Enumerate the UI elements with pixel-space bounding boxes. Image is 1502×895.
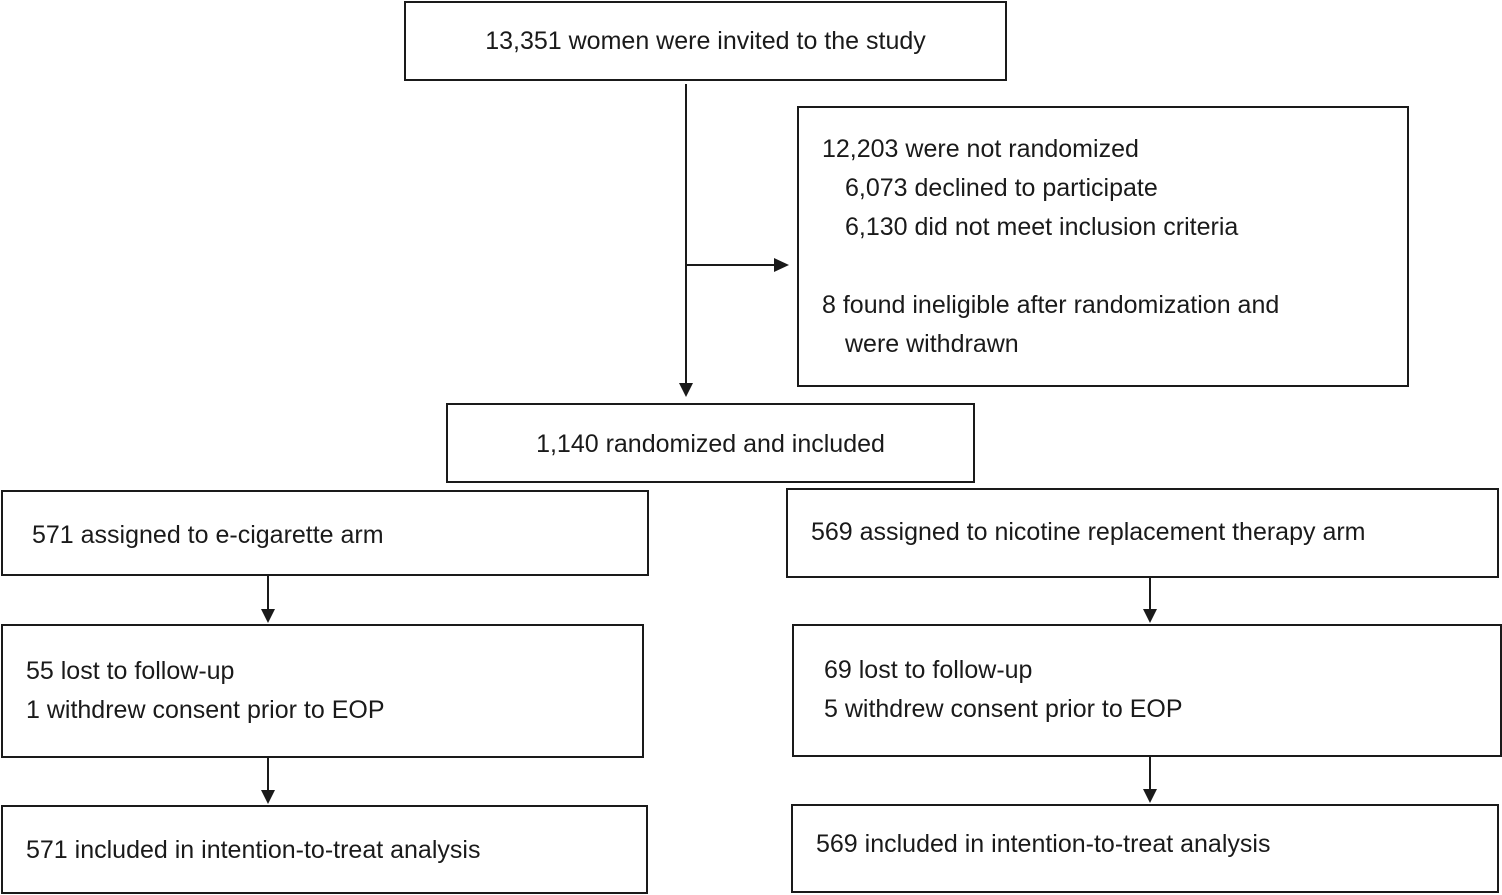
not-randomized-text: 12,203 were not randomized (822, 135, 1139, 163)
nrt-analysis-text: 569 included in intention-to-treat analy… (816, 830, 1271, 858)
ecig-lost-box: 55 lost to follow-up 1 withdrew consent … (1, 624, 644, 758)
arrowhead-left-analysis (261, 790, 275, 804)
excluded-box: 12,203 were not randomized 6,073 decline… (797, 106, 1409, 387)
nrt-withdrew-text: 5 withdrew consent prior to EOP (824, 695, 1183, 723)
arrowhead-excluded (774, 258, 789, 272)
arrowhead-right-lost (1143, 609, 1157, 623)
declined-text: 6,073 declined to participate (845, 174, 1158, 202)
invited-box: 13,351 women were invited to the study (404, 1, 1007, 81)
nrt-assigned-text: 569 assigned to nicotine replacement the… (811, 518, 1366, 546)
excluded-spacer (822, 247, 1407, 286)
invited-text: 13,351 women were invited to the study (485, 27, 926, 55)
ineligible-text-line2: were withdrawn (845, 330, 1019, 358)
arrowhead-right-analysis (1143, 789, 1157, 803)
ecig-assigned-text: 571 assigned to e-cigarette arm (32, 521, 384, 549)
ecig-lost-text: 55 lost to follow-up (26, 657, 235, 685)
randomized-text: 1,140 randomized and included (536, 430, 885, 458)
randomized-box: 1,140 randomized and included (446, 403, 975, 483)
nrt-analysis-box: 569 included in intention-to-treat analy… (791, 804, 1499, 893)
arrowhead-randomized (679, 383, 693, 397)
arrowhead-left-lost (261, 609, 275, 623)
nrt-lost-box: 69 lost to follow-up 5 withdrew consent … (792, 624, 1502, 757)
ecig-analysis-box: 571 included in intention-to-treat analy… (1, 805, 648, 894)
ineligible-text-line1: 8 found ineligible after randomization a… (822, 291, 1280, 319)
nrt-lost-text: 69 lost to follow-up (824, 656, 1033, 684)
ecig-assigned-box: 571 assigned to e-cigarette arm (1, 490, 649, 576)
not-eligible-text: 6,130 did not meet inclusion criteria (845, 213, 1239, 241)
ecig-withdrew-text: 1 withdrew consent prior to EOP (26, 696, 385, 724)
ecig-analysis-text: 571 included in intention-to-treat analy… (26, 836, 481, 864)
nrt-assigned-box: 569 assigned to nicotine replacement the… (786, 488, 1499, 578)
